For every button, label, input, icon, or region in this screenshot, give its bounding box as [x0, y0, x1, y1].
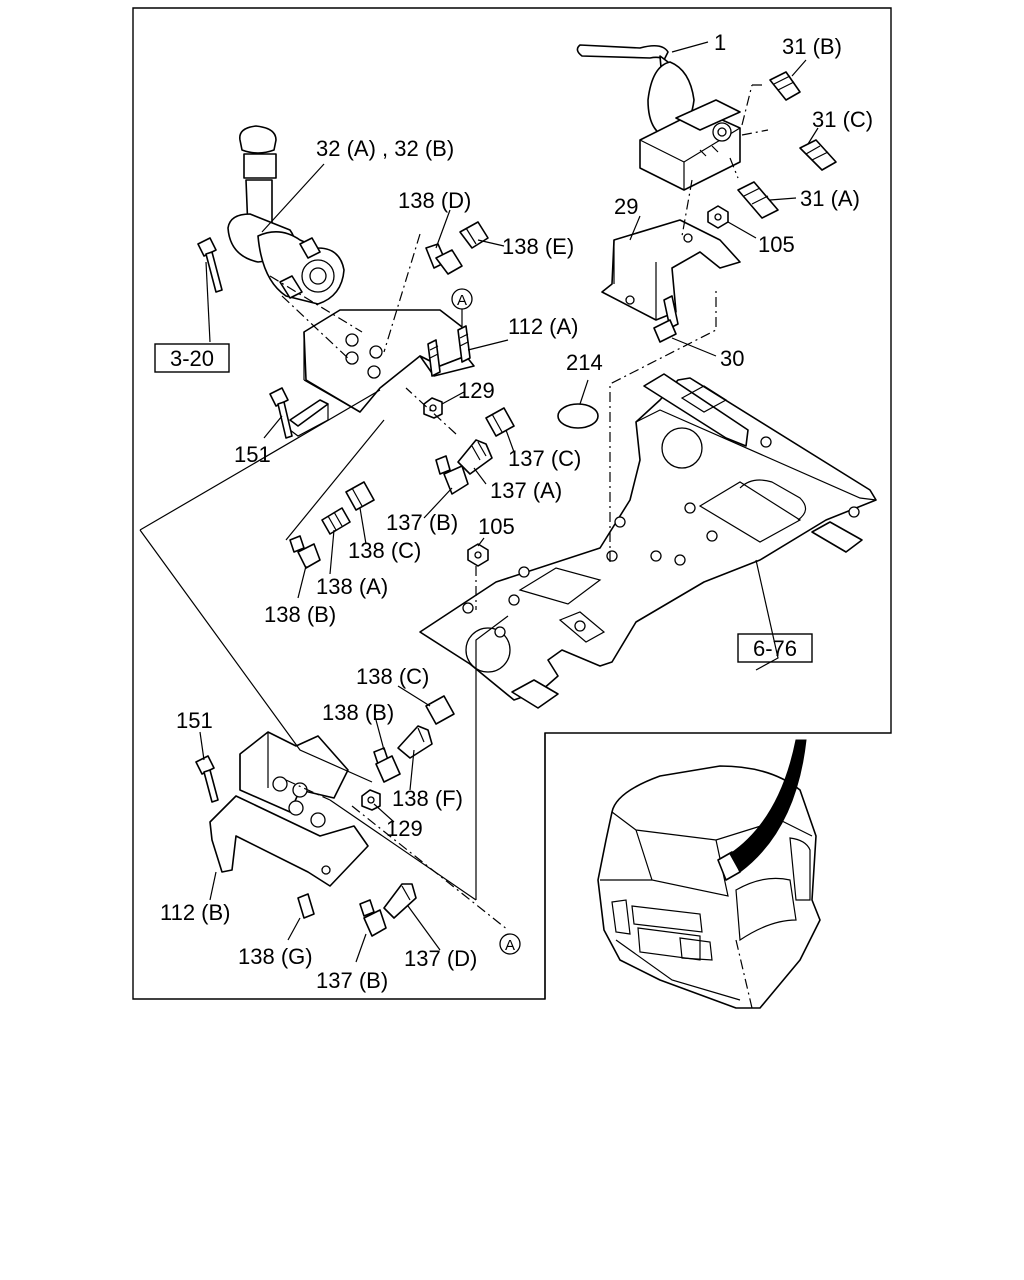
nut-105-lower — [467, 543, 489, 610]
fitting-138-c-upper — [345, 481, 375, 511]
nut-129-upper — [423, 397, 443, 419]
callout-31-c: 31 (C) — [812, 107, 873, 132]
bolt-151-lower — [195, 755, 219, 803]
callout-105-upper: 105 — [758, 232, 795, 257]
callout-137-c: 137 (C) — [508, 446, 581, 471]
bracket-112-b — [209, 731, 369, 887]
callout-29: 29 — [614, 194, 638, 219]
nut-105-upper — [707, 205, 729, 229]
callout-1: 1 — [714, 30, 726, 55]
callout-138-b-lower: 138 (B) — [322, 700, 394, 725]
callout-138-g: 138 (G) — [238, 944, 313, 969]
callout-112-a: 112 (A) — [508, 314, 579, 339]
callout-30: 30 — [720, 346, 744, 371]
callout-112-b: 112 (B) — [160, 900, 231, 925]
fitting-31-a — [737, 181, 779, 219]
callout-138-c-lower: 138 (C) — [356, 664, 429, 689]
fitting-138-b-upper — [289, 535, 321, 569]
callout-138-d: 138 (D) — [398, 188, 471, 213]
bracket-29 — [601, 179, 741, 321]
fitting-138-c-lower — [425, 695, 455, 725]
fitting-138-d — [425, 243, 463, 275]
reference-6-76-label: 6-76 — [753, 636, 797, 661]
base-plate — [419, 373, 877, 709]
callout-214: 214 — [566, 350, 603, 375]
fitting-137-b-upper — [435, 455, 469, 495]
fitting-138-g — [297, 893, 315, 919]
callout-151-lower: 151 — [176, 708, 213, 733]
bolt-151-upper — [269, 387, 293, 439]
fitting-137-c — [485, 407, 515, 437]
marker-a-upper: A — [451, 288, 473, 326]
reference-3-20-label: 3-20 — [170, 346, 214, 371]
callout-138-c-upper: 138 (C) — [348, 538, 421, 563]
fitting-31-c — [799, 139, 837, 171]
routing-lines — [139, 233, 717, 931]
callout-31-a: 31 (A) — [800, 186, 860, 211]
fitting-137-a — [457, 439, 493, 475]
shift-lever-assembly — [576, 44, 769, 191]
screws-112-a — [427, 325, 471, 377]
brake-valve-32 — [227, 125, 345, 305]
leader-lines — [199, 41, 819, 963]
callout-138-a: 138 (A) — [316, 574, 388, 599]
reference-box-6-76: 6-76 — [737, 633, 813, 663]
marker-a-lower-label: A — [505, 937, 515, 954]
callout-32: 32 (A) , 32 (B) — [316, 136, 454, 161]
callout-137-a: 137 (A) — [490, 478, 562, 503]
bolt-30 — [653, 295, 679, 343]
reference-box-3-20: 3-20 — [154, 343, 230, 373]
cab-inset — [597, 739, 821, 1009]
callout-138-b-upper: 138 (B) — [264, 602, 336, 627]
callout-138-f: 138 (F) — [392, 786, 463, 811]
marker-a-upper-label: A — [457, 292, 467, 309]
callout-129-upper: 129 — [458, 378, 495, 403]
marker-a-lower: A — [499, 933, 521, 955]
fitting-31-b — [769, 71, 801, 101]
callout-31-b: 31 (B) — [782, 34, 842, 59]
o-ring-214 — [557, 403, 599, 429]
fitting-138-e — [459, 221, 489, 249]
callout-137-b-upper: 137 (B) — [386, 510, 458, 535]
callout-137-b-lower: 137 (B) — [316, 968, 388, 993]
fitting-138-a — [321, 507, 351, 535]
fitting-137-d — [383, 883, 417, 919]
callout-138-e: 138 (E) — [502, 234, 574, 259]
diagram-frame — [132, 7, 892, 1000]
fitting-138-b-lower — [373, 747, 401, 783]
callout-labels: 1 31 (B) 31 (C) 31 (A) 32 (A) , 32 (B) 1… — [160, 30, 873, 993]
fitting-137-b-lower — [359, 899, 387, 937]
fitting-138-f — [397, 725, 433, 759]
callout-105-lower: 105 — [478, 514, 515, 539]
callout-151-upper: 151 — [234, 442, 271, 467]
callout-129-lower: 129 — [386, 816, 423, 841]
bolt-3-20 — [197, 237, 223, 293]
callout-137-d: 137 (D) — [404, 946, 477, 971]
